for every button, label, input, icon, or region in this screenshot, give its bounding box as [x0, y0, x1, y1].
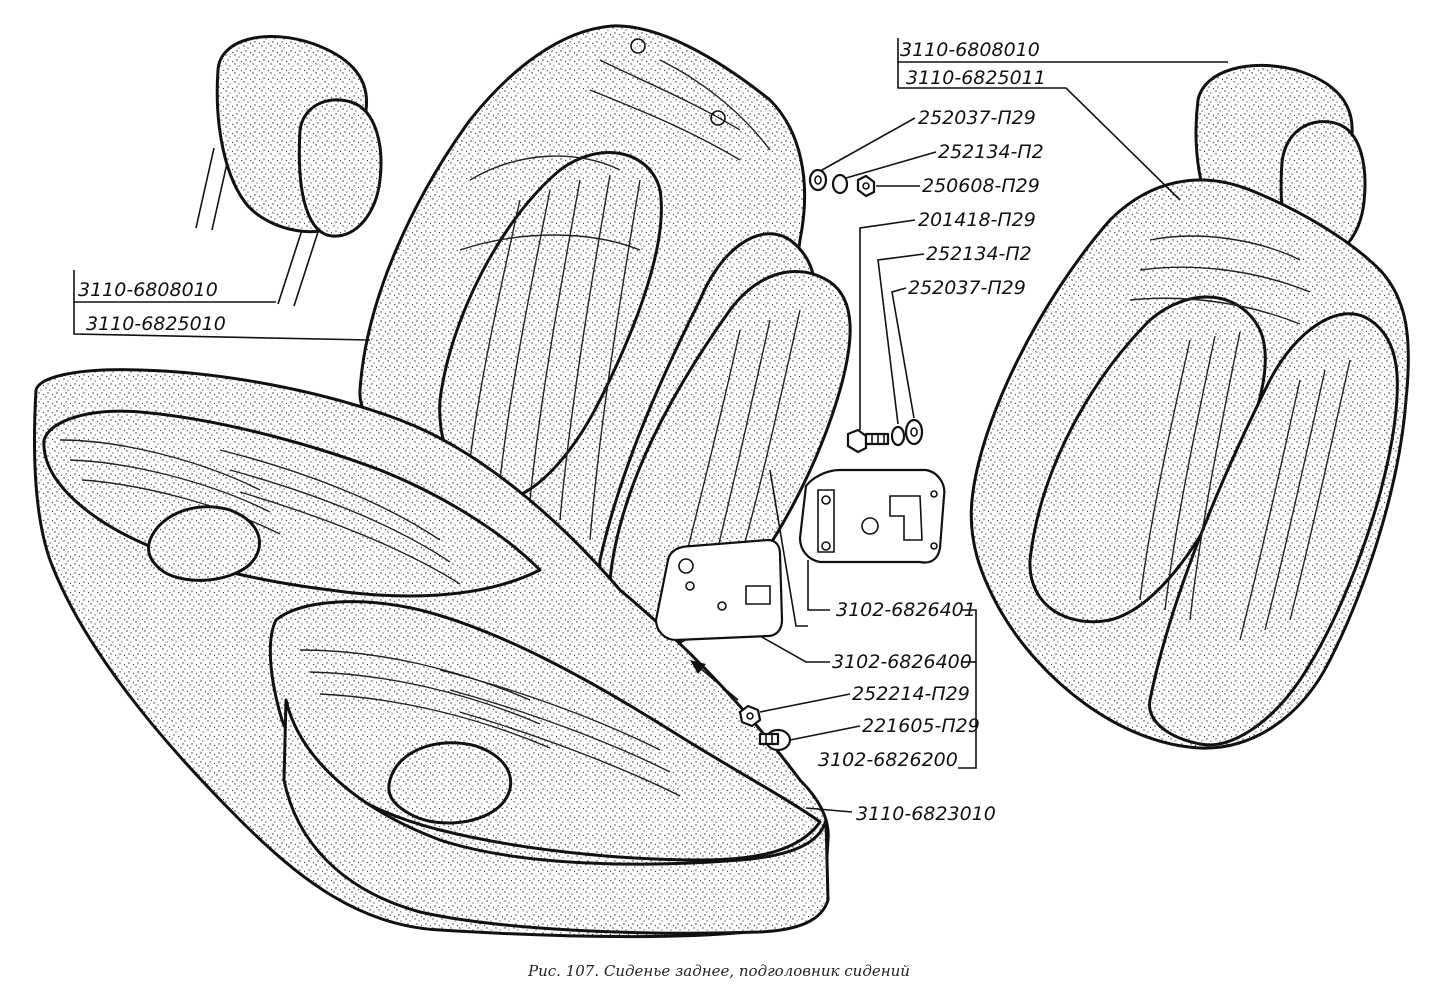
bolt [846, 428, 890, 454]
nut-top [856, 174, 876, 198]
label-washer-top: 252037-П29 [918, 107, 1036, 129]
label-nut: 250608-П29 [922, 175, 1040, 197]
label-washer-mid: 252037-П29 [908, 277, 1026, 299]
label-bracket-set: 3102-6826200 [818, 749, 958, 771]
seat-back-left [358, 24, 852, 654]
bracket-left [654, 538, 784, 642]
label-headrest-assembly-right: 3110-6825011 [906, 67, 1046, 89]
figure-caption: Рис. 107. Сиденье заднее, подголовник си… [527, 962, 910, 980]
label-headrest-assembly-left: 3110-6825010 [86, 313, 226, 335]
seat-cushion [33, 368, 830, 939]
screw [758, 728, 792, 752]
label-bracket-right: 3102-6826401 [836, 599, 976, 621]
label-headrest-right-part: 3110-6808010 [900, 39, 1040, 61]
label-bracket-left: 3102-6826400 [832, 651, 972, 673]
washer-top [808, 168, 828, 192]
seat-back-right [969, 178, 1410, 750]
nut-small [738, 704, 762, 728]
lock-washer-mid [890, 425, 906, 447]
headrest-left [195, 35, 383, 307]
leader-lines [73, 38, 1228, 813]
direction-arrow [690, 660, 739, 701]
label-headrest-part: 3110-6808010 [78, 279, 218, 301]
bracket-right [798, 468, 946, 564]
label-seat-cushion: 3110-6823010 [856, 803, 996, 825]
label-screw: 221605-П29 [862, 715, 980, 737]
label-lock-washer-mid: 252134-П2 [926, 243, 1032, 265]
washer-mid [904, 418, 924, 446]
label-lock-washer-top: 252134-П2 [938, 141, 1044, 163]
label-nut-small: 252214-П29 [852, 683, 970, 705]
label-bolt: 201418-П29 [918, 209, 1036, 231]
lock-washer-top [831, 173, 849, 195]
